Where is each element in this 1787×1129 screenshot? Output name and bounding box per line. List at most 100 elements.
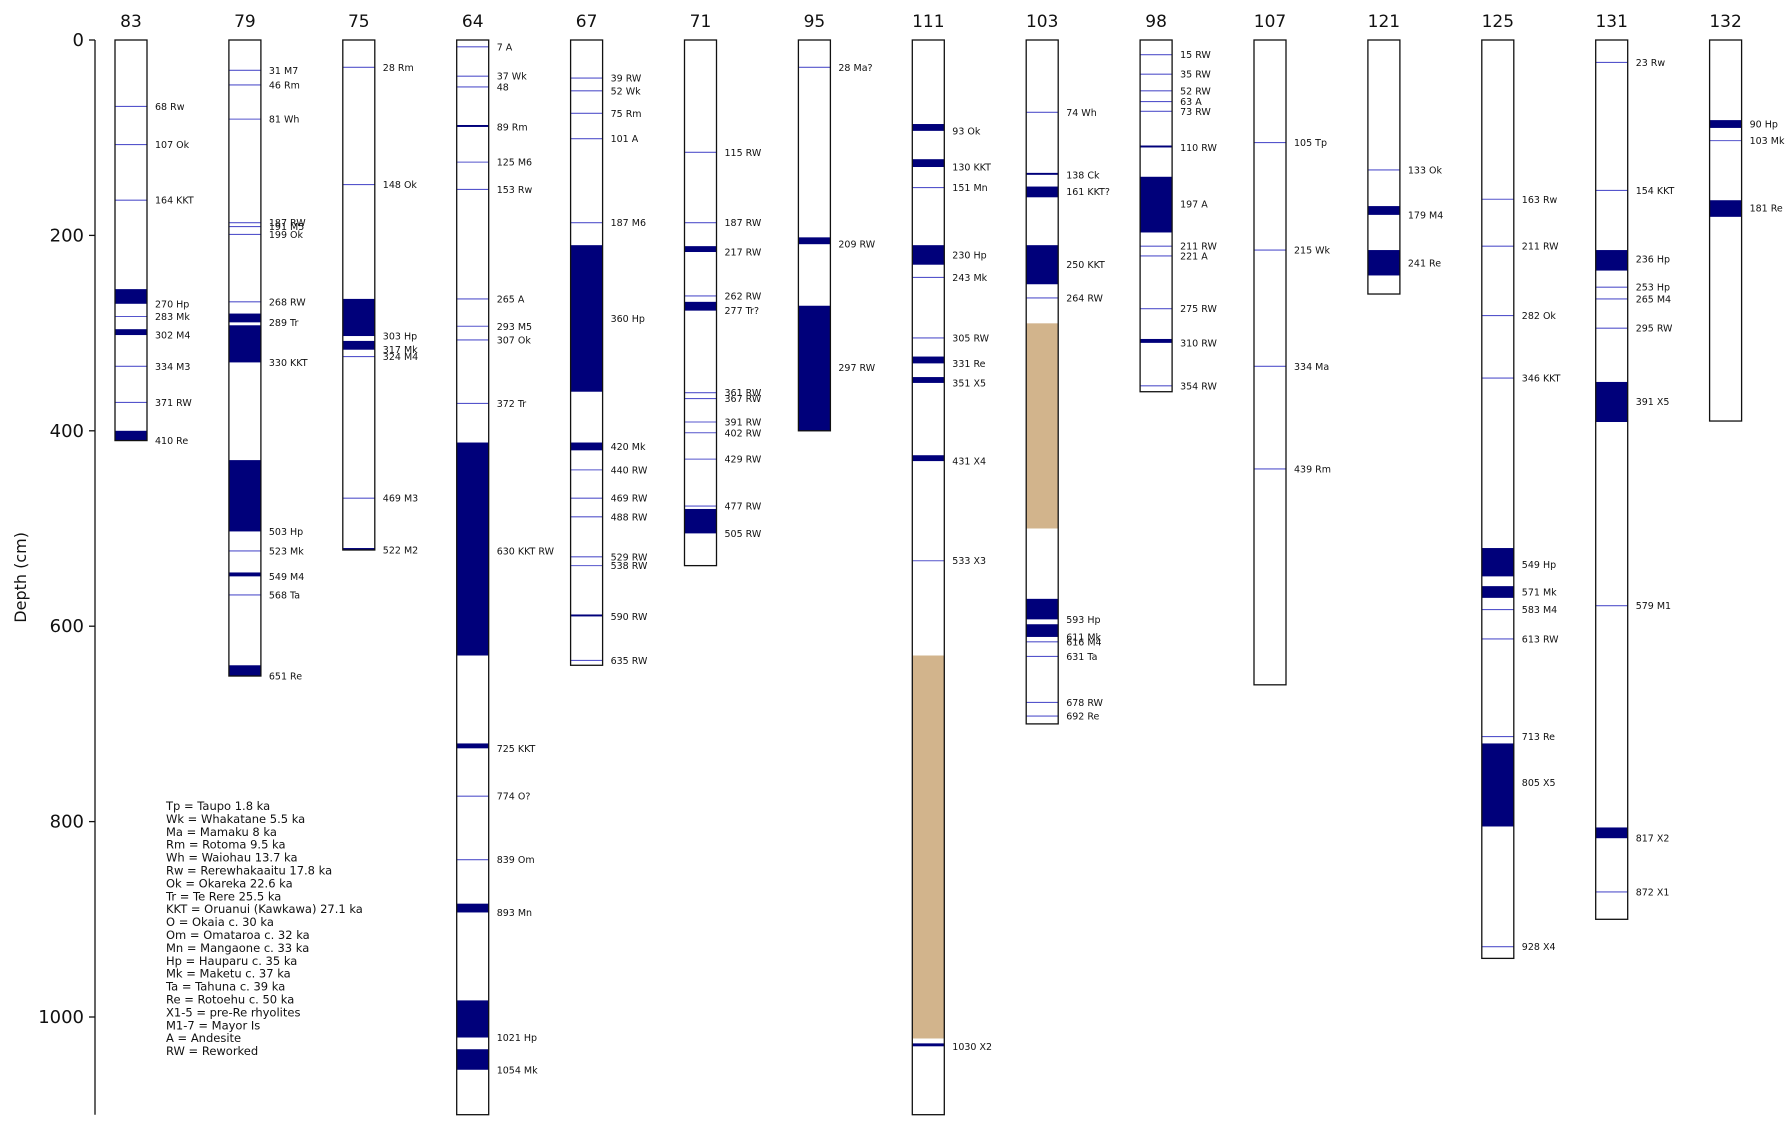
core-outline (1253, 39, 1287, 686)
tephra-label: 593 Hp (1066, 615, 1100, 626)
y-axis-title: Depth (cm) (11, 532, 30, 623)
y-tick-label: 800 (50, 812, 84, 833)
core-title: 125 (1482, 12, 1514, 32)
tephra-label: 631 Ta (1066, 652, 1097, 663)
tephra-label: 346 KKT (1522, 374, 1561, 385)
tephra-layer (1367, 250, 1400, 276)
tephra-layer (456, 442, 489, 656)
tephra-label: 241 Re (1408, 258, 1441, 269)
tephra-label: 28 Rm (383, 63, 414, 74)
legend-entry: Wk = Whakatane 5.5 ka (166, 812, 305, 826)
tephra-layer (228, 665, 261, 677)
legend-entry: Mn = Mangaone c. 33 ka (166, 941, 309, 955)
tephra-label: 39 RW (611, 74, 642, 85)
tephra-label: 221 A (1180, 251, 1208, 262)
tephra-label: 713 Re (1522, 732, 1555, 743)
y-tick-label: 400 (50, 421, 84, 442)
tephra-label: 197 A (1180, 200, 1208, 211)
y-tick-label: 600 (50, 616, 84, 637)
tephra-label: 305 RW (952, 333, 989, 344)
legend-entry: A = Andesite (166, 1031, 241, 1045)
tephra-label: 209 RW (838, 240, 875, 251)
tephra-label: 611 Mk (1066, 632, 1101, 643)
legend-entry: Rm = Rotoma 9.5 ka (166, 838, 286, 852)
tephra-label: 46 Rm (269, 80, 300, 91)
legend-entry: Ta = Tahuna c. 39 ka (165, 980, 285, 994)
tephra-label: 522 M2 (383, 545, 418, 556)
tephra-label: 89 Rm (497, 122, 528, 133)
tephra-label: 262 RW (725, 291, 762, 302)
tephra-label: 103 Mk (1750, 136, 1785, 147)
tephra-layer (342, 548, 375, 550)
tephra-layer (456, 1000, 489, 1038)
core-title: 71 (690, 12, 712, 32)
tephra-label: 105 Tp (1294, 138, 1327, 149)
tephra-label: 31 M7 (269, 66, 298, 77)
core-column-bg (342, 40, 375, 550)
tephra-label: 692 Re (1066, 712, 1099, 723)
tephra-label: 872 X1 (1636, 887, 1670, 898)
tephra-label: 187 M6 (611, 218, 646, 229)
tephra-label: 101 A (611, 134, 639, 145)
tephra-layer (456, 743, 489, 749)
tephra-layer (228, 325, 261, 363)
tephra-label: 90 Hp (1750, 120, 1778, 131)
core-outline (1708, 39, 1743, 422)
tephra-label: 523 Mk (269, 546, 304, 557)
tephra-label: 774 O? (497, 792, 531, 803)
core-outline (911, 39, 945, 1116)
legend-entry: Hp = Hauparu c. 35 ka (166, 954, 297, 968)
tephra-layer (228, 572, 261, 577)
tephra-layer (1026, 624, 1059, 637)
tephra-label: 317 Mk (383, 345, 418, 356)
tephra-label: 35 RW (1180, 70, 1211, 81)
tephra-label: 164 KKT (155, 196, 194, 207)
tephra-label: 928 X4 (1522, 942, 1556, 953)
tephra-layer (684, 301, 717, 311)
tephra-label: 549 Hp (1522, 560, 1556, 571)
core-title: 95 (804, 12, 826, 32)
tephra-label: 360 Hp (611, 314, 645, 325)
tephra-label: 23 Rw (1636, 58, 1666, 69)
tephra-layer (570, 245, 603, 392)
y-tick-label: 0 (73, 30, 84, 51)
tephra-label: 503 Hp (269, 527, 303, 538)
tephra-label: 181 Re (1750, 204, 1783, 215)
tephra-label: 73 RW (1180, 107, 1211, 118)
tephra-label: 283 Mk (155, 312, 190, 323)
tephra-label: 351 X5 (952, 378, 986, 389)
tephra-label: 199 Ok (269, 230, 304, 241)
tephra-label: 651 Re (269, 672, 302, 683)
tephra-layer (1709, 120, 1742, 128)
core-column-bg (115, 40, 147, 441)
tephra-label: 243 Mk (952, 273, 987, 284)
tephra-layer (342, 340, 375, 350)
tephra-label: 93 Ok (952, 126, 981, 137)
tephra-label: 334 Ma (1294, 362, 1329, 373)
tephra-label: 583 M4 (1522, 605, 1557, 616)
tephra-label: 429 RW (725, 455, 762, 466)
tephra-label: 1054 Mk (497, 1065, 538, 1076)
tephra-label: 215 Wk (1294, 246, 1331, 257)
tephra-label: 275 RW (1180, 304, 1217, 315)
legend-entry: M1-7 = Mayor Is (166, 1018, 260, 1032)
tephra-label: 440 RW (611, 465, 648, 476)
tephra-layer (456, 1049, 489, 1070)
y-tick-label: 200 (50, 225, 84, 246)
tephra-label: 538 RW (611, 561, 648, 572)
tephra-label: 630 KKT RW (497, 546, 555, 557)
tephra-layer (912, 159, 945, 168)
